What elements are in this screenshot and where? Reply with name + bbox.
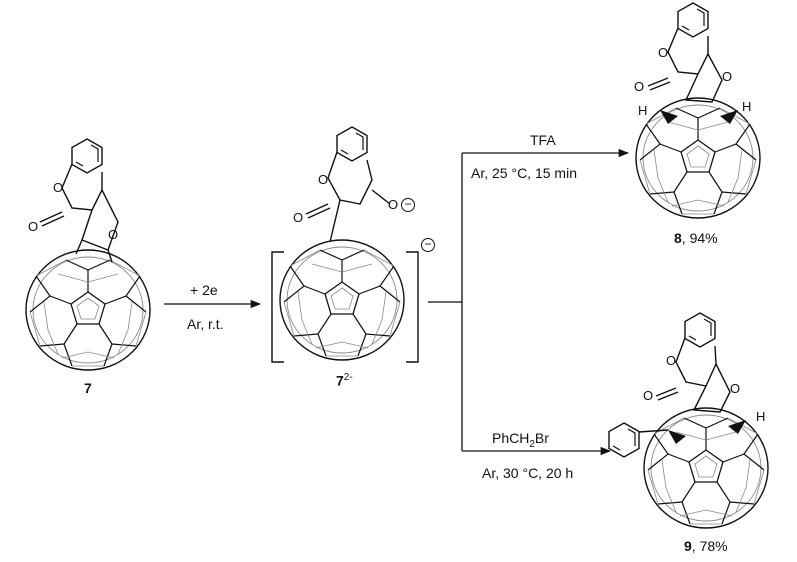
alkylation-reagent-tail: Br: [534, 430, 549, 446]
ring-oxygen-7-dianion: O: [318, 172, 329, 187]
compound-7-dianion-label: 72-: [336, 373, 353, 388]
alkylation-conditions: Ar, 30 °C, 20 h: [482, 465, 574, 481]
compound-7-dianion-charge: 2-: [343, 372, 353, 383]
carbonyl-oxygen-7-dianion: O: [293, 210, 304, 225]
compound-9-yield: , 78%: [691, 538, 728, 554]
ring-oxygen-8: O: [658, 45, 669, 60]
protonation-conditions: Ar, 25 °C, 15 min: [471, 165, 577, 181]
branch-connector: [428, 153, 463, 451]
compound-8-label: 8, 94%: [674, 231, 718, 245]
cage-charge-icon: −: [421, 238, 435, 252]
compound-8-yield: , 94%: [681, 230, 718, 246]
carbonyl-oxygen-8: O: [634, 79, 645, 94]
alkylation-reagent-main: PhCH: [492, 430, 530, 446]
protonation-reagent: TFA: [530, 132, 556, 148]
compound-7-structure: [25, 138, 151, 371]
compound-9-label: 9, 78%: [684, 539, 728, 553]
compound-9-structure: [608, 312, 769, 529]
ring-oxygen-9: O: [666, 353, 677, 368]
compound-7-dianion-number: 7: [336, 372, 344, 389]
reduction-reagent: + 2e: [190, 282, 218, 298]
compound-8-number: 8: [674, 230, 682, 246]
oxide-charge-icon: −: [401, 198, 415, 212]
alkylation-reagent: PhCH2Br: [492, 431, 549, 450]
furan-oxygen-9: O: [730, 381, 741, 396]
furan-oxygen-7: O: [108, 227, 119, 242]
reduction-conditions: Ar, r.t.: [187, 316, 224, 332]
compound-9-number: 9: [684, 538, 692, 554]
furan-oxygen-8: O: [722, 69, 733, 84]
ring-oxygen-7: O: [53, 180, 64, 195]
carbonyl-oxygen-9: O: [643, 388, 654, 403]
compound-8-structure: [635, 2, 761, 219]
alkylation-reagent-subscript: 2: [529, 438, 535, 450]
hydrogen-right-9: H: [756, 409, 766, 424]
oxide-oxygen-7-dianion: O: [388, 197, 399, 212]
hydrogen-right-8: H: [742, 99, 752, 114]
compound-7-dianion-structure: [271, 126, 419, 363]
carbonyl-oxygen-7: O: [28, 219, 39, 234]
compound-7-label: 7: [84, 380, 92, 396]
hydrogen-left-8: H: [638, 103, 648, 118]
